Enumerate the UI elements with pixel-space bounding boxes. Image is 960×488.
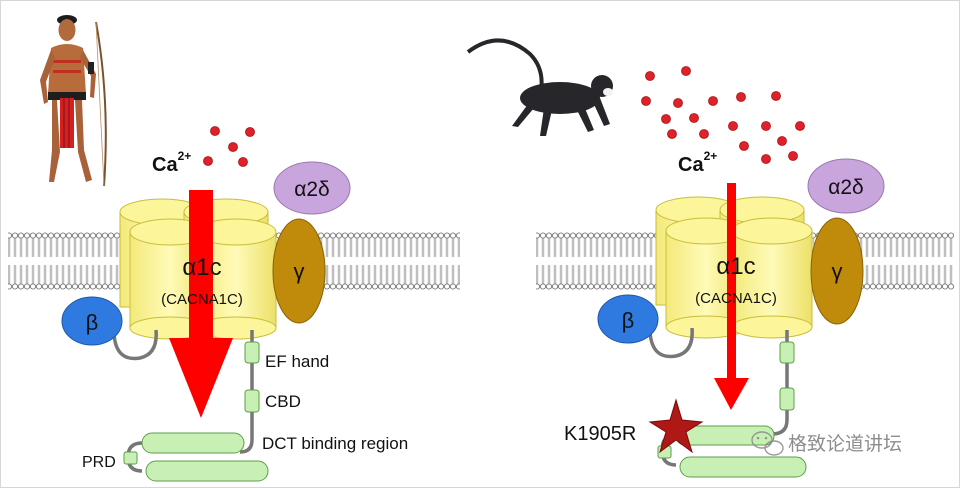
- prd-label: PRD: [82, 454, 116, 471]
- cbd-domain-left: [244, 389, 260, 413]
- alpha1c-channel-right: [655, 196, 813, 339]
- human-figure-icon: [40, 15, 107, 187]
- alpha2delta-subunit-left: [273, 161, 351, 215]
- beta-label-left: β: [86, 310, 99, 335]
- beta-linker-right: [648, 327, 694, 359]
- alpha2delta-label-left: α2δ: [294, 178, 330, 201]
- calcium-label-left: Ca2+: [152, 149, 191, 176]
- calcium-ions-left: [203, 126, 255, 167]
- beta-linker-left: [112, 329, 158, 361]
- beta-subunit-right: [597, 294, 659, 344]
- c-terminal-linker-right: [771, 330, 789, 436]
- ef-hand-domain-left: [244, 341, 260, 364]
- cacna1c-label-right: (CACNA1C): [695, 290, 777, 307]
- prd-domain-left: [123, 451, 138, 465]
- distal-c-terminus-left: [145, 460, 269, 482]
- c-terminal-linker-left: [239, 330, 254, 454]
- calcium-ions-right: [641, 66, 805, 164]
- alpha1c-label-left: α1c: [182, 254, 221, 281]
- mutation-star-icon: [648, 398, 704, 454]
- right-panel: α2δ Ca2+ α1c (CACNA1C) γ β: [466, 38, 954, 478]
- distal-c-terminus-right: [679, 456, 807, 478]
- gamma-label-left: γ: [294, 259, 305, 284]
- dct-label: DCT binding region: [262, 434, 408, 453]
- alpha2delta-subunit-right: [807, 158, 885, 214]
- dct-binding-region-left: [141, 432, 245, 454]
- calcium-label-right: Ca2+: [678, 149, 717, 176]
- ef-hand-label: EF hand: [265, 352, 329, 371]
- beta-label-right: β: [622, 308, 635, 333]
- cacna1c-label-left: (CACNA1C): [161, 291, 243, 308]
- watermark-text: 格致论道讲坛: [788, 433, 902, 455]
- gamma-label-right: γ: [832, 259, 843, 284]
- mutation-label: K1905R: [564, 423, 636, 445]
- alpha1c-label-right: α1c: [716, 253, 755, 280]
- cbd-label: CBD: [265, 392, 301, 411]
- alpha2delta-label-right: α2δ: [828, 176, 864, 199]
- wechat-icon: [751, 431, 784, 456]
- monkey-figure-icon: [466, 38, 613, 136]
- gamma-subunit-left: [272, 218, 326, 324]
- cbd-domain-right: [779, 387, 795, 411]
- ef-hand-domain-right: [779, 341, 795, 364]
- calcium-flow-arrow-right: [714, 183, 749, 410]
- watermark: 格致论道讲坛: [751, 431, 902, 456]
- beta-subunit-left: [61, 296, 123, 346]
- gamma-subunit-right: [810, 217, 864, 325]
- calcium-flow-arrow-left: [169, 190, 233, 418]
- left-panel: α2δ Ca2+ α1c (CACNA1C) γ: [8, 15, 460, 482]
